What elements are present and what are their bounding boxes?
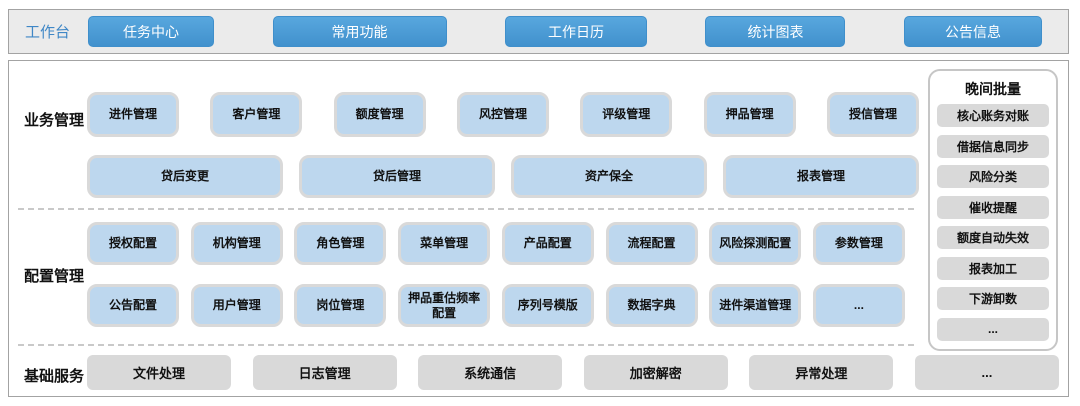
night-batch-job-1[interactable]: 借据信息同步 [937,134,1049,158]
config-module-3[interactable]: 菜单管理 [398,222,491,265]
night-batch-job-7[interactable]: ... [937,317,1049,341]
config-module-0[interactable]: 授权配置 [87,222,179,265]
workbench-nav-button-3[interactable]: 统计图表 [705,16,846,47]
divider-dashed-1 [18,208,914,210]
base-services-row: 文件处理日志管理系统通信加密解密异常处理... [87,355,1059,390]
config-module-6[interactable]: 风险探测配置 [709,222,802,265]
config-module-5[interactable]: 流程配置 [605,222,698,265]
config-module-r2-7[interactable]: ... [812,284,905,327]
night-batch-job-3[interactable]: 催收提醒 [937,195,1049,219]
night-batch-title: 晚间批量 [965,81,1021,97]
base-service-3[interactable]: 加密解密 [583,355,728,390]
config-module-r2-0[interactable]: 公告配置 [87,284,179,327]
base-service-2[interactable]: 系统通信 [418,355,563,390]
night-batch-panel: 晚间批量 核心账务对账借据信息同步风险分类催收提醒额度自动失效报表加工下游卸数.… [928,69,1058,351]
section-label-base: 基础服务 [23,368,84,385]
business-module-0[interactable]: 进件管理 [87,92,179,137]
config-module-7[interactable]: 参数管理 [812,222,905,265]
section-label-config: 配置管理 [23,268,84,285]
workbench-nav-button-1[interactable]: 常用功能 [272,16,447,47]
business-wide-module-0[interactable]: 贷后变更 [87,155,283,198]
base-service-5[interactable]: ... [914,355,1059,390]
config-module-2[interactable]: 角色管理 [294,222,387,265]
workbench-bar: 工作台 任务中心 常用功能 工作日历 统计图表 公告信息 [8,9,1069,54]
business-module-3[interactable]: 风控管理 [456,92,549,137]
config-row-2: 公告配置用户管理岗位管理押品重估频率配置序列号模版数据字典进件渠道管理... [87,284,905,327]
business-wide-module-2[interactable]: 资产保全 [511,155,707,198]
business-module-6[interactable]: 授信管理 [826,92,919,137]
base-service-1[interactable]: 日志管理 [252,355,397,390]
config-module-r2-4[interactable]: 序列号模版 [501,284,594,327]
night-batch-job-6[interactable]: 下游卸数 [937,287,1049,311]
section-label-business: 业务管理 [23,112,84,129]
business-module-1[interactable]: 客户管理 [210,92,303,137]
config-module-r2-6[interactable]: 进件渠道管理 [709,284,802,327]
business-wide-module-3[interactable]: 报表管理 [723,155,919,198]
business-wide-module-1[interactable]: 贷后管理 [299,155,495,198]
night-batch-job-4[interactable]: 额度自动失效 [937,226,1049,250]
night-batch-job-5[interactable]: 报表加工 [937,256,1049,280]
night-batch-job-0[interactable]: 核心账务对账 [937,104,1049,127]
config-module-r2-1[interactable]: 用户管理 [190,284,283,327]
config-module-r2-5[interactable]: 数据字典 [605,284,698,327]
workbench-nav-button-2[interactable]: 工作日历 [504,16,647,47]
config-module-1[interactable]: 机构管理 [190,222,283,265]
business-row-2: 贷后变更贷后管理资产保全报表管理 [87,155,919,198]
workbench-buttons: 任务中心 常用功能 工作日历 统计图表 公告信息 [88,16,1042,47]
night-batch-job-2[interactable]: 风险分类 [937,165,1049,189]
workbench-nav-button-0[interactable]: 任务中心 [88,16,215,47]
night-batch-items: 核心账务对账借据信息同步风险分类催收提醒额度自动失效报表加工下游卸数... [937,104,1049,341]
divider-dashed-2 [18,344,914,346]
workbench-nav-button-4[interactable]: 公告信息 [903,16,1042,47]
base-service-4[interactable]: 异常处理 [749,355,894,390]
business-module-4[interactable]: 评级管理 [580,92,673,137]
business-module-5[interactable]: 押品管理 [703,92,796,137]
config-module-r2-2[interactable]: 岗位管理 [294,284,387,327]
base-service-0[interactable]: 文件处理 [87,355,231,390]
business-row-1: 进件管理客户管理额度管理风控管理评级管理押品管理授信管理 [87,92,919,137]
module-map-panel: 业务管理 配置管理 基础服务 进件管理客户管理额度管理风控管理评级管理押品管理授… [8,60,1069,397]
config-module-r2-3[interactable]: 押品重估频率配置 [398,284,491,327]
config-module-4[interactable]: 产品配置 [501,222,594,265]
config-row-1: 授权配置机构管理角色管理菜单管理产品配置流程配置风险探测配置参数管理 [87,222,905,265]
workbench-label: 工作台 [25,24,71,41]
business-module-2[interactable]: 额度管理 [333,92,426,137]
